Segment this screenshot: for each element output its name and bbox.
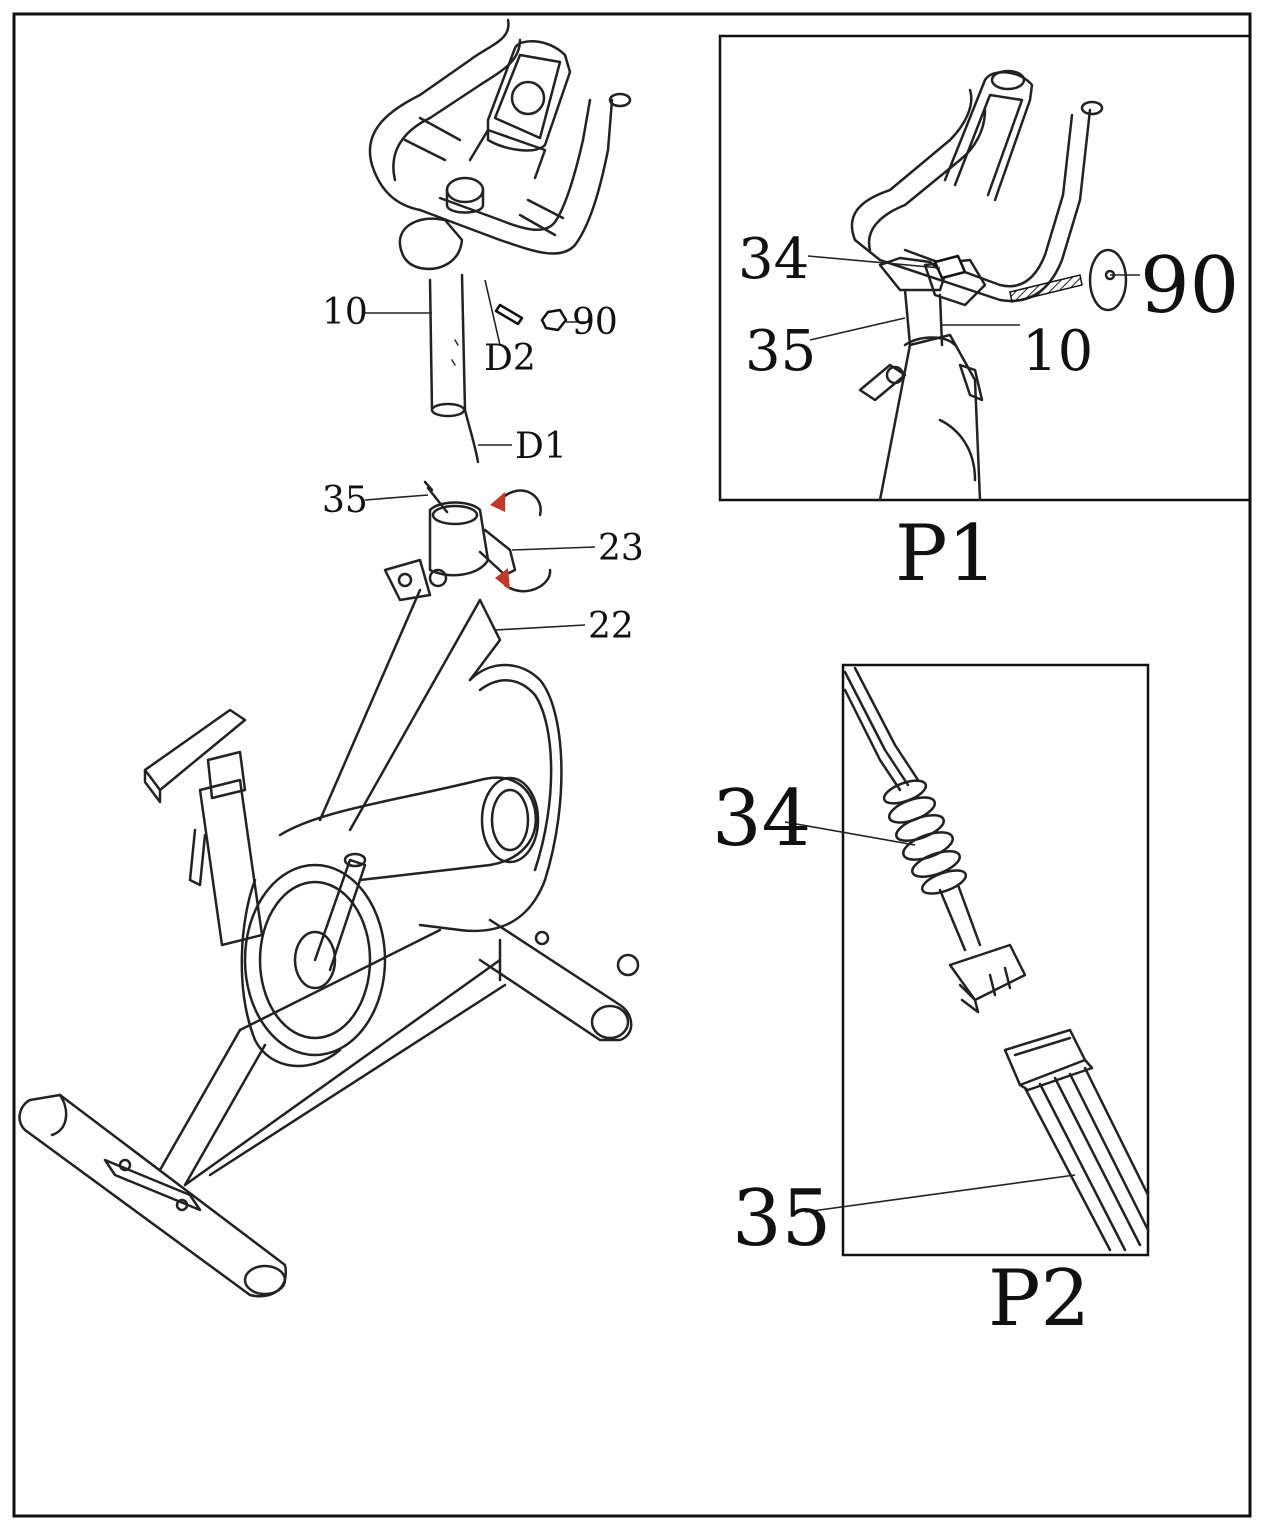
wire-35 (426, 486, 449, 514)
p1-label-90: 90 (1140, 241, 1239, 331)
p2-label-35: 35 (732, 1174, 831, 1264)
panel-p2-frame (841, 663, 1150, 1257)
panel-p1: 34 90 35 10 P1 (718, 34, 1252, 599)
page-frame (12, 12, 1252, 1518)
main-leader-lines (364, 279, 596, 631)
main-view: 10 90 D2 D1 35 23 22 (18, 18, 644, 1298)
label-90: 90 (572, 302, 618, 343)
label-d2: D2 (484, 338, 536, 379)
panel-p1-frame (718, 34, 1252, 502)
rotation-arrows (490, 489, 552, 593)
label-35: 35 (322, 480, 368, 521)
bike-frame (18, 501, 640, 1298)
panel-p2: 34 35 P2 (712, 663, 1150, 1344)
label-d1: D1 (515, 426, 567, 467)
p1-label-35: 35 (745, 319, 816, 384)
p1-insert-arrow (1009, 274, 1083, 303)
label-10: 10 (322, 292, 368, 333)
p1-label-34: 34 (738, 227, 809, 292)
p2-caption: P2 (988, 1254, 1090, 1344)
p1-caption: P1 (895, 509, 997, 599)
label-23: 23 (598, 528, 644, 569)
label-22: 22 (588, 606, 634, 647)
p1-label-10: 10 (1022, 319, 1093, 384)
p2-label-34: 34 (712, 774, 811, 864)
spring-34 (882, 779, 968, 895)
handlebar-assembly (368, 18, 632, 464)
